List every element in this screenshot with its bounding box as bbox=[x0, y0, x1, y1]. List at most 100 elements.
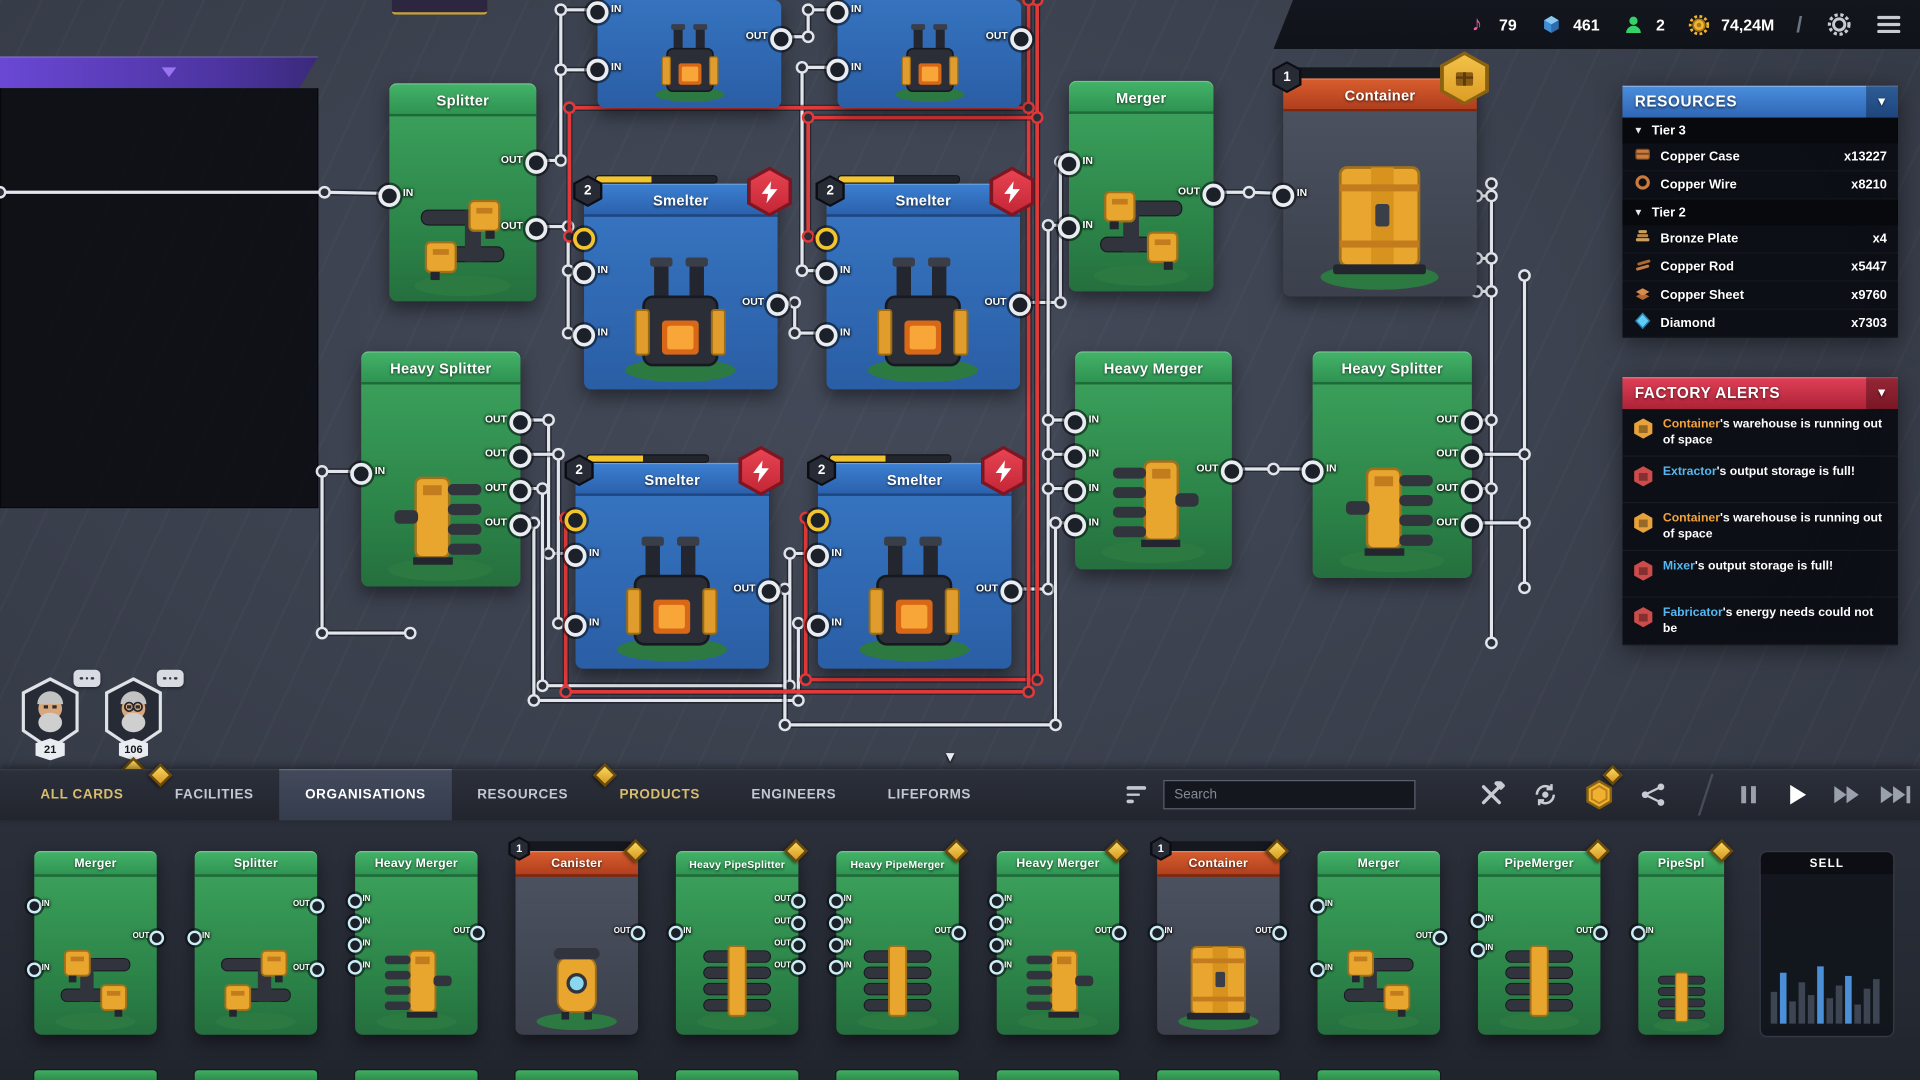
alert-row[interactable]: Fabricator's energy needs could not be bbox=[1622, 598, 1898, 646]
tab-all-cards[interactable]: ALL CARDS bbox=[15, 769, 150, 820]
card-header: Canister bbox=[515, 851, 638, 877]
tab-products[interactable]: PRODUCTS bbox=[592, 762, 726, 820]
card-header: Merger bbox=[34, 851, 157, 877]
port-circle bbox=[826, 58, 849, 81]
play-button[interactable] bbox=[1779, 776, 1816, 813]
port-circle bbox=[26, 898, 42, 914]
tools-icon[interactable] bbox=[1476, 779, 1508, 811]
toolbar-separator bbox=[1697, 773, 1714, 816]
resource-count: x7303 bbox=[1851, 315, 1887, 331]
hud-stat-music-note[interactable]: ♪79 bbox=[1462, 10, 1517, 39]
hud-stat-cube[interactable]: 461 bbox=[1536, 10, 1600, 39]
speech-bubble-icon[interactable] bbox=[73, 669, 101, 687]
hud-stat-value: 79 bbox=[1499, 15, 1517, 34]
tab-organisations[interactable]: ORGANISATIONS bbox=[279, 768, 452, 821]
hud-stat-engineer[interactable]: 2 bbox=[1619, 10, 1665, 39]
filter-icon[interactable] bbox=[1126, 769, 1147, 820]
missions-header[interactable]: MISSIONS bbox=[0, 56, 319, 89]
hexagon-currency-icon[interactable] bbox=[1583, 764, 1624, 811]
alert-row[interactable]: Container's warehouse is running out of … bbox=[1622, 503, 1898, 552]
missions-title: MISSIONS bbox=[337, 63, 419, 81]
tab-lifeforms[interactable]: LIFEFORMS bbox=[862, 769, 997, 820]
hud-stat-coin-gear[interactable]: 74,24M bbox=[1684, 10, 1774, 39]
alert-row[interactable]: Mixer's output storage is full! bbox=[1622, 551, 1898, 598]
port-label: IN bbox=[1164, 926, 1173, 936]
tab-label: RESOURCES bbox=[477, 787, 569, 803]
sell-panel[interactable]: SELL bbox=[1759, 851, 1895, 1038]
tab-label: ALL CARDS bbox=[40, 787, 124, 803]
next-row-card-top bbox=[194, 1070, 318, 1080]
fast-forward-button[interactable] bbox=[1828, 776, 1865, 813]
engineer-avatar[interactable]: 106 bbox=[100, 669, 184, 782]
port-circle bbox=[791, 937, 806, 953]
chevron-down-icon[interactable]: ▼ bbox=[1866, 377, 1898, 409]
automation-gear-icon[interactable] bbox=[1529, 779, 1561, 811]
chevron-down-icon[interactable]: ▼ bbox=[1866, 85, 1898, 118]
search-input[interactable] bbox=[1163, 779, 1416, 810]
card-body bbox=[34, 876, 157, 1035]
settings-gear-icon[interactable] bbox=[1824, 10, 1853, 39]
alert-row[interactable]: Container's warehouse is running out of … bbox=[1622, 409, 1898, 457]
alert-row[interactable]: Extractor's output storage is full! bbox=[1622, 457, 1898, 504]
alerts-header[interactable]: FACTORY ALERTS ▼ bbox=[1622, 377, 1898, 409]
tab-engineers[interactable]: ENGINEERS bbox=[726, 769, 862, 820]
pause-button[interactable] bbox=[1730, 776, 1767, 813]
port-circle bbox=[586, 58, 609, 81]
speech-bubble-icon[interactable] bbox=[156, 669, 184, 687]
resources-header[interactable]: RESOURCES ▼ bbox=[1622, 85, 1898, 118]
menu-hamburger-icon[interactable] bbox=[1873, 10, 1902, 39]
port-circle bbox=[989, 893, 1005, 909]
merger-art bbox=[48, 911, 144, 1031]
collapse-tray-arrow[interactable]: ▼ bbox=[942, 748, 958, 766]
port-label: IN bbox=[1004, 961, 1013, 970]
engineer-avatar[interactable]: 21 bbox=[17, 669, 101, 761]
port-circle bbox=[1064, 445, 1087, 468]
port-label: IN bbox=[1088, 515, 1099, 528]
card-top-strip bbox=[1163, 841, 1274, 853]
network-graph-icon[interactable] bbox=[1637, 779, 1669, 811]
next-row-card-top bbox=[996, 1070, 1120, 1080]
tab-facilities[interactable]: FACILITIES bbox=[148, 762, 279, 820]
tab-resources[interactable]: RESOURCES bbox=[451, 769, 593, 820]
card-body bbox=[1283, 111, 1477, 297]
skip-speed-button[interactable] bbox=[1877, 776, 1914, 813]
resource-tier-header[interactable]: ▼Tier 2 bbox=[1622, 199, 1898, 226]
resource-tier-header[interactable]: ▼Tier 3 bbox=[1622, 117, 1898, 144]
plates-resource-icon bbox=[1633, 226, 1651, 252]
port-circle bbox=[1220, 460, 1243, 483]
port-circle bbox=[815, 227, 838, 250]
port-label: OUT bbox=[500, 153, 523, 166]
alert-message: 's warehouse is running out of space bbox=[1662, 417, 1883, 447]
port-label: OUT bbox=[742, 295, 765, 308]
port-circle bbox=[347, 893, 363, 909]
